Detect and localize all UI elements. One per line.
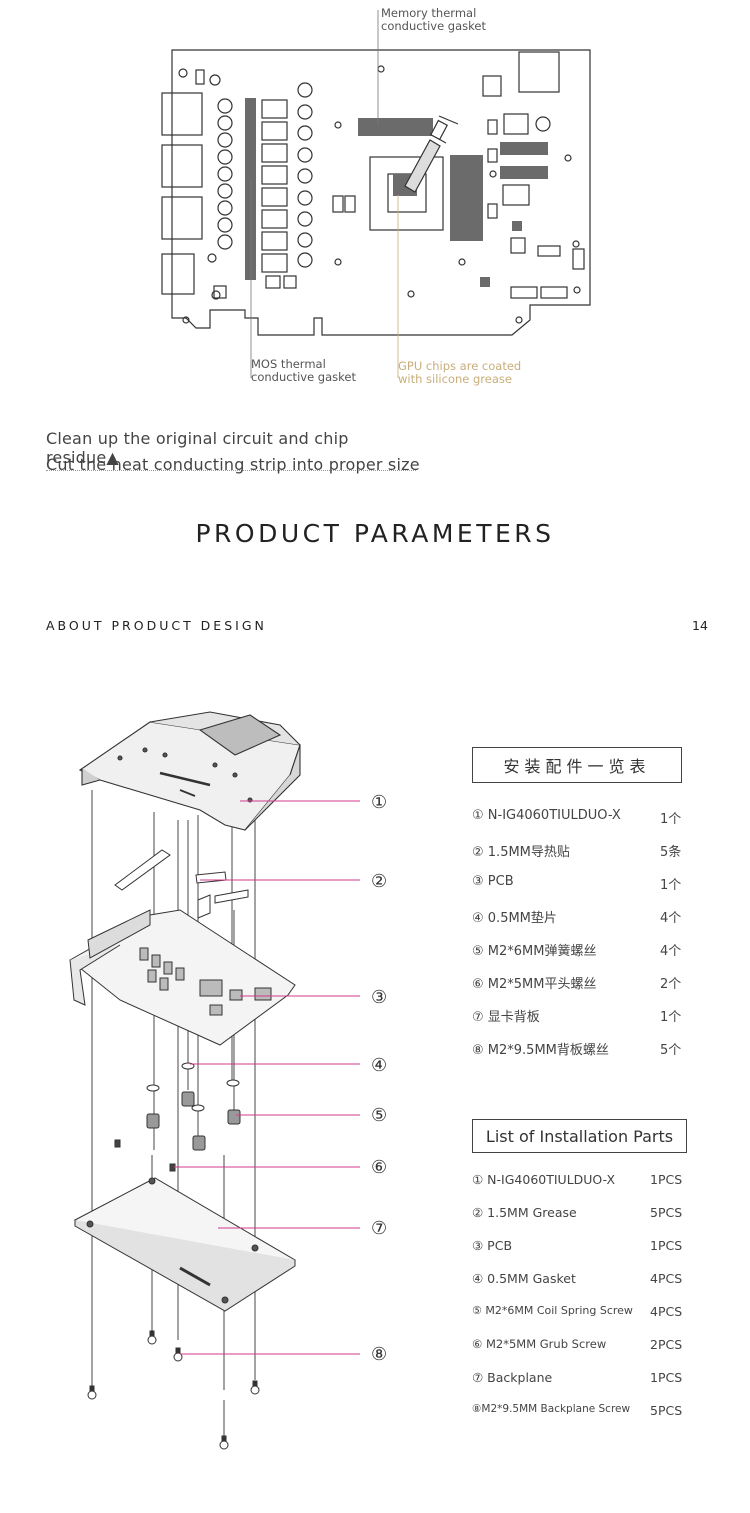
callout-number-1: ①	[371, 792, 388, 813]
callout-gpu-grease: GPU chips are coated with silicone greas…	[398, 359, 522, 386]
pcb-part	[69, 909, 296, 1046]
note-cut-strip: Cut the heat conducting strip into prope…	[46, 455, 420, 474]
exploded-drawing	[69, 711, 360, 1450]
parts-en-title: List of Installation Parts	[472, 1119, 687, 1153]
callout-number-5: ⑤	[371, 1105, 388, 1126]
waterblock-part	[78, 711, 301, 831]
grub-screw-parts	[114, 1139, 176, 1172]
backplane-screw-parts	[87, 1330, 260, 1450]
capacitor-column-left	[217, 98, 233, 250]
grease-syringe	[404, 115, 459, 193]
thermal-pads	[245, 98, 548, 287]
callout-mos-gasket: MOS thermal conductive gasket	[251, 357, 356, 384]
callout-number-7: ⑦	[371, 1218, 388, 1239]
callout-number-2: ②	[371, 871, 388, 892]
callout-number-3: ③	[371, 987, 388, 1008]
callout-number-6: ⑥	[371, 1157, 388, 1178]
leader-lines	[174, 800, 360, 1355]
note-clean-up: Clean up the original circuit and chip r…	[46, 429, 416, 471]
thermal-strip-parts	[114, 849, 249, 919]
page-number: 14	[692, 618, 708, 633]
callout-memory-gasket: Memory thermal conductive gasket	[381, 6, 486, 33]
section-title: PRODUCT PARAMETERS	[195, 519, 555, 548]
sub-header: ABOUT PRODUCT DESIGN	[46, 618, 267, 633]
pcb-drawing	[161, 10, 591, 378]
parts-cn-title: 安装配件一览表	[472, 747, 682, 783]
spring-screw-parts	[146, 1091, 241, 1151]
gasket-parts	[146, 1062, 240, 1112]
callout-number-8: ⑧	[371, 1344, 388, 1365]
exploded-diagram	[60, 700, 440, 1460]
backplane-part	[73, 1177, 296, 1312]
callout-number-4: ④	[371, 1055, 388, 1076]
pcb-diagram	[0, 0, 750, 400]
